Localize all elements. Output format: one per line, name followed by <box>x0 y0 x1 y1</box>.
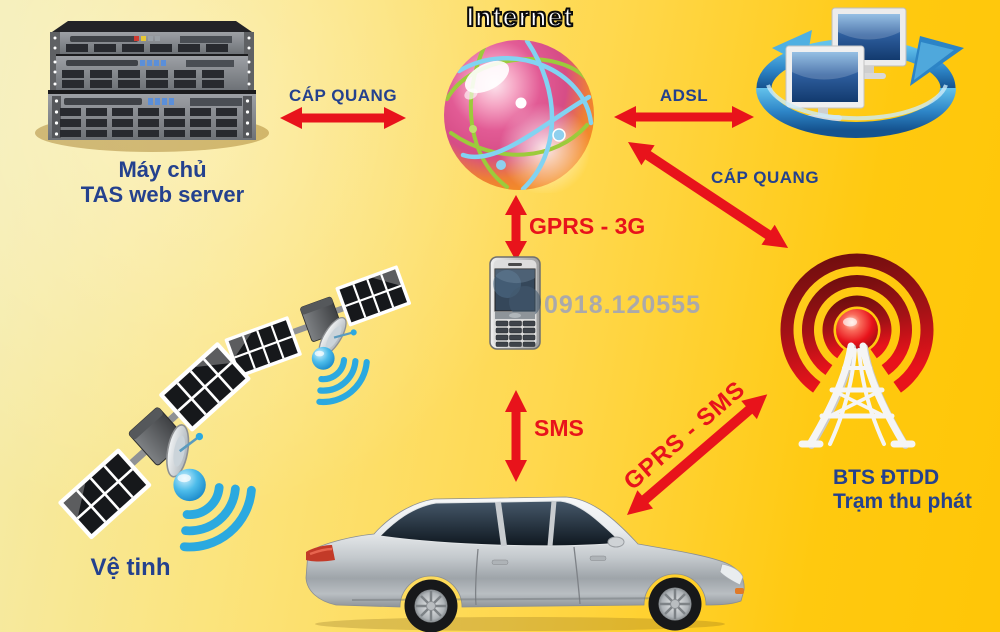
monitor-back <box>831 7 907 79</box>
monitor-front <box>785 45 865 121</box>
sync-computers-icon <box>756 7 964 138</box>
link-label-cap-quang-right: CÁP QUANG <box>710 168 820 187</box>
link-label-cap-quang-left: CÁP QUANG <box>288 86 398 105</box>
bts-tower-icon <box>780 253 934 449</box>
phone-number: 0918.120555 <box>544 291 701 319</box>
internet-title: Internet <box>466 1 574 33</box>
adsl-arrow-icon <box>614 106 754 128</box>
car-icon <box>305 496 745 632</box>
bts-label: BTS ĐTDD Trạm thu phát <box>833 466 1000 514</box>
front-wheel <box>648 577 702 631</box>
sms-arrow-icon <box>505 390 527 482</box>
link-label-adsl: ADSL <box>659 86 709 105</box>
gprs-3g-arrow-icon <box>505 195 527 261</box>
bts-label-line1: BTS ĐTDD <box>833 466 940 489</box>
satellite-signal-icon-small <box>308 345 388 423</box>
cap-quang-right-arrow-icon <box>628 142 789 248</box>
link-label-sms: SMS <box>534 415 584 441</box>
server-label: Máy chủ TAS web server <box>35 157 290 208</box>
server-rack-icon <box>35 21 269 152</box>
rear-wheel <box>404 579 458 632</box>
link-label-gprs-3g: GPRS - 3G <box>529 213 646 239</box>
satellite-label: Vệ tinh <box>90 554 171 581</box>
gprs-sms-arrow-icon <box>627 394 768 515</box>
mobile-phone-icon <box>489 256 541 350</box>
internet-globe-icon <box>444 40 594 193</box>
server-label-line1: Máy chủ <box>118 157 207 182</box>
cap-quang-left-arrow-icon <box>280 107 406 129</box>
server-label-line2: TAS web server <box>80 182 245 208</box>
bts-label-line2: Trạm thu phát <box>833 490 972 514</box>
